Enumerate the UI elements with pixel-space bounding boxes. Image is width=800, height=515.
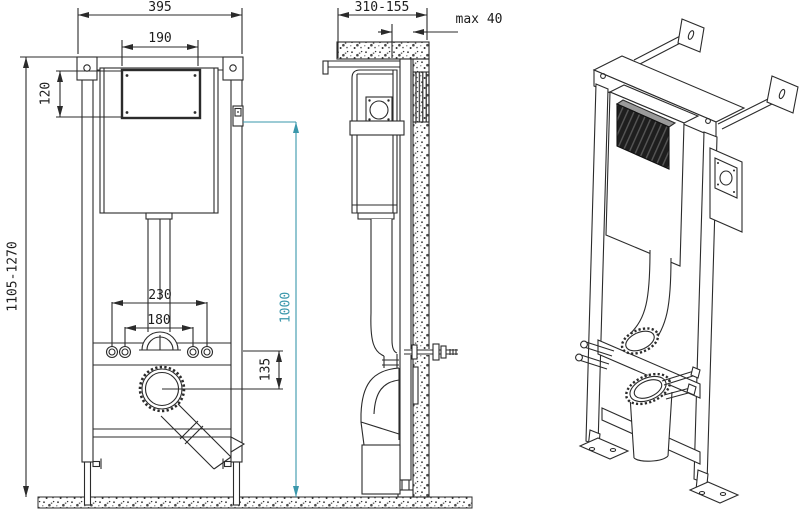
- dim-actuation-height: [243, 121, 299, 497]
- label-depth-range: 310-155: [354, 0, 410, 15]
- iso-feet: [578, 429, 740, 504]
- iso-fixing-bolts: [575, 340, 615, 370]
- label-drain-offset: 135: [258, 357, 274, 382]
- fixing-rod-side: [404, 343, 458, 361]
- iso-flush-opening: [616, 103, 670, 170]
- iso-flush-pipe: [620, 249, 672, 355]
- cistern-front: [99, 67, 219, 214]
- label-opening-width: 190: [148, 31, 172, 46]
- iso-drain-assembly: [625, 366, 701, 462]
- dim-install-height: [20, 56, 78, 497]
- label-wall-clearance: max 40: [455, 12, 503, 27]
- ceiling-section-hatch: [336, 41, 430, 60]
- iso-flush-unit-box: [709, 147, 743, 233]
- wall-bracket-tab: [412, 366, 419, 405]
- dim-depth-range: [337, 8, 428, 58]
- foot-adjuster-screw-right: [222, 458, 232, 469]
- iso-mid-crossbar: [597, 339, 701, 399]
- iso-wall-bracket-right: [717, 75, 799, 130]
- pipe-clip-tab: [230, 436, 246, 453]
- label-opening-height: 120: [38, 81, 54, 106]
- mount-hole-right: [229, 64, 237, 72]
- flush-plate-opening: [120, 68, 202, 120]
- wall-section-hatch: [412, 58, 430, 498]
- isometric-view-drawing: [575, 18, 799, 504]
- iso-flush-ring: [620, 327, 660, 355]
- cistern-strap-side: [349, 120, 405, 136]
- flush-pipe-front: [145, 212, 173, 332]
- dim-opening-width: [121, 40, 199, 66]
- dim-bolt-spacing: [111, 300, 208, 348]
- side-view-drawing: [322, 8, 458, 498]
- iso-wall-bracket-left: [633, 18, 705, 66]
- dim-drain-offset: [162, 350, 283, 390]
- lower-crossbar: [93, 428, 231, 438]
- floor-section-hatch: [37, 496, 473, 509]
- iso-drain-bolts: [661, 366, 701, 400]
- front-view-drawing: [20, 8, 299, 506]
- drain-elbow-side: [360, 367, 401, 495]
- iso-cistern: [605, 84, 700, 267]
- dim-wall-clearance: [378, 24, 458, 58]
- flush-pipe-side: [370, 219, 399, 368]
- wall-spacer-strip: [412, 71, 430, 123]
- actuation-marker-box: [232, 105, 244, 127]
- label-overall-width: 395: [148, 0, 172, 15]
- label-actuation-height: 1000: [278, 291, 294, 324]
- foot-adjuster-screw-left: [92, 458, 102, 469]
- label-bolt-spacing-outer: 230: [148, 288, 172, 303]
- dim-overall-width: [77, 8, 243, 54]
- fixing-bolts-front: [105, 345, 214, 359]
- cistern-side: [349, 69, 405, 220]
- dim-opening-height: [56, 70, 122, 118]
- label-install-height: 1105-1270: [5, 241, 21, 312]
- label-bolt-spacing-inner: 180: [147, 313, 171, 328]
- flush-bend-bell: [139, 331, 181, 351]
